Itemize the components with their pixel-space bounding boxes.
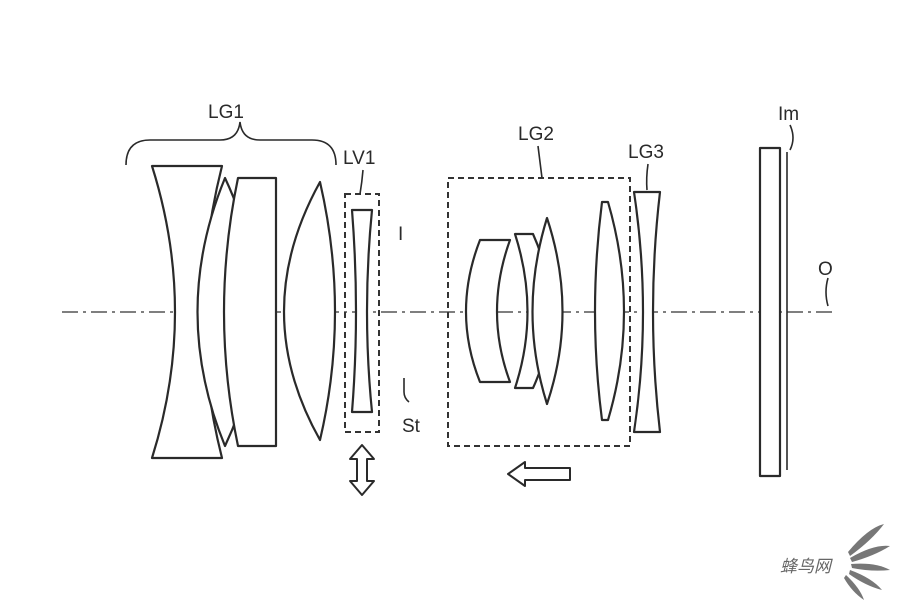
lg1-lens-4 bbox=[283, 180, 337, 442]
st-leader bbox=[403, 378, 410, 403]
lg2-lens-1 bbox=[464, 238, 512, 384]
lg2-lens-4 bbox=[593, 200, 626, 422]
feather-fan-logo-icon bbox=[844, 524, 890, 600]
lg2-lens-3 bbox=[531, 216, 564, 406]
lv1-vertical-arrow-icon bbox=[349, 444, 375, 496]
lg2-leader bbox=[537, 145, 543, 179]
lv1-leader bbox=[359, 169, 364, 195]
label-im: Im bbox=[778, 104, 799, 125]
lv1-lens bbox=[350, 208, 374, 414]
lg3-leader bbox=[645, 163, 649, 191]
lg1-brace bbox=[125, 121, 337, 166]
label-lv1: LV1 bbox=[343, 148, 375, 169]
o-leader bbox=[825, 277, 829, 307]
lv1-box bbox=[344, 193, 380, 433]
lg2-box bbox=[447, 177, 631, 447]
im-leader bbox=[789, 124, 794, 151]
label-st: St bbox=[402, 416, 421, 437]
lg1-lens-3 bbox=[222, 176, 278, 448]
watermark-text: 蜂鸟网 bbox=[780, 557, 831, 577]
label-o: O bbox=[818, 259, 833, 280]
image-plane-plate bbox=[758, 146, 782, 478]
label-lg2: LG2 bbox=[518, 124, 554, 145]
label-i: I bbox=[398, 224, 403, 245]
lg3-lens bbox=[632, 190, 662, 434]
lg2-left-arrow-icon bbox=[507, 461, 571, 487]
label-lg3: LG3 bbox=[628, 142, 664, 163]
label-lg1: LG1 bbox=[208, 102, 244, 123]
